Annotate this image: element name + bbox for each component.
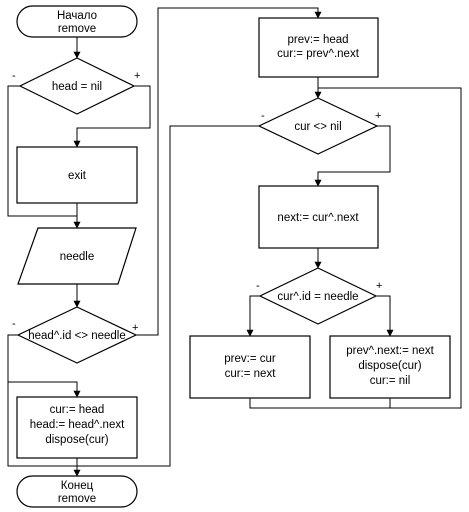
cur-nil-plus-sign: + <box>375 110 381 122</box>
decision-cur-id: cur^.id = needle - + <box>256 267 382 325</box>
flow-cur-nil-plus-to-next <box>314 125 391 187</box>
end-line-1: Конец <box>61 480 94 492</box>
flow-loop-back <box>249 87 462 409</box>
decision-head-nil: head = nil - + <box>12 57 140 115</box>
unlink-line-3: cur:= nil <box>370 375 411 387</box>
decision-cur-id-label: cur^.id = needle <box>277 291 358 303</box>
start-line-2: remove <box>58 23 96 35</box>
advance-line-2: cur:= next <box>225 368 277 380</box>
delete-head-line-2: head:= head^.next <box>30 419 125 431</box>
head-id-plus-sign: + <box>132 322 138 334</box>
input-needle: needle <box>17 227 137 285</box>
process-next-label: next:= cur^.next <box>277 212 359 224</box>
decision-cur-nil: cur <> nil - + <box>257 97 381 155</box>
init-line-2: cur:= prev^.next <box>277 48 360 60</box>
init-line-1: prev:= head <box>287 34 348 46</box>
advance-line-1: prev:= cur <box>224 353 276 365</box>
process-next: next:= cur^.next <box>258 185 379 249</box>
cur-id-minus-sign: - <box>256 280 260 292</box>
process-exit: exit <box>16 146 138 204</box>
process-unlink: prev^.next:= next dispose(cur) cur:= nil <box>329 335 451 399</box>
input-needle-label: needle <box>60 251 95 263</box>
flow-head-id-plus-to-right <box>136 7 322 336</box>
process-advance: prev:= cur cur:= next <box>189 335 311 399</box>
flow-head-nil-minus <box>7 85 77 217</box>
delete-head-line-3: dispose(cur) <box>45 434 108 446</box>
flow-cur-id-minus-to-advance <box>246 295 260 337</box>
unlink-line-1: prev^.next:= next <box>346 345 434 357</box>
start-terminal: Начало remove <box>16 5 138 38</box>
start-line-1: Начало <box>57 10 97 22</box>
end-terminal: Конец remove <box>16 475 138 508</box>
head-nil-minus-sign: - <box>12 70 16 82</box>
unlink-line-2: dispose(cur) <box>358 360 421 372</box>
process-init: prev:= head cur:= prev^.next <box>258 17 379 78</box>
process-exit-label: exit <box>68 170 87 182</box>
decision-head-nil-label: head = nil <box>52 81 102 93</box>
end-line-2: remove <box>58 493 96 505</box>
head-nil-plus-sign: + <box>134 70 140 82</box>
delete-head-line-1: cur:= head <box>50 404 105 416</box>
head-id-minus-sign: - <box>12 318 16 330</box>
flow-cur-nil-minus-to-end <box>73 125 259 477</box>
cur-id-plus-sign: + <box>376 280 382 292</box>
process-delete-head: cur:= head head:= head^.next dispose(cur… <box>16 396 138 459</box>
flow-cur-id-plus-to-unlink <box>376 295 394 337</box>
flow-head-nil-plus-to-exit <box>73 85 151 148</box>
cur-nil-minus-sign: - <box>261 110 265 122</box>
connectors <box>7 7 462 477</box>
decision-head-id-label: head^.id <> needle <box>28 330 125 342</box>
decision-cur-nil-label: cur <> nil <box>294 121 341 133</box>
flow-delete-head-loop <box>7 382 78 467</box>
decision-head-id: head^.id <> needle - + <box>12 306 138 364</box>
